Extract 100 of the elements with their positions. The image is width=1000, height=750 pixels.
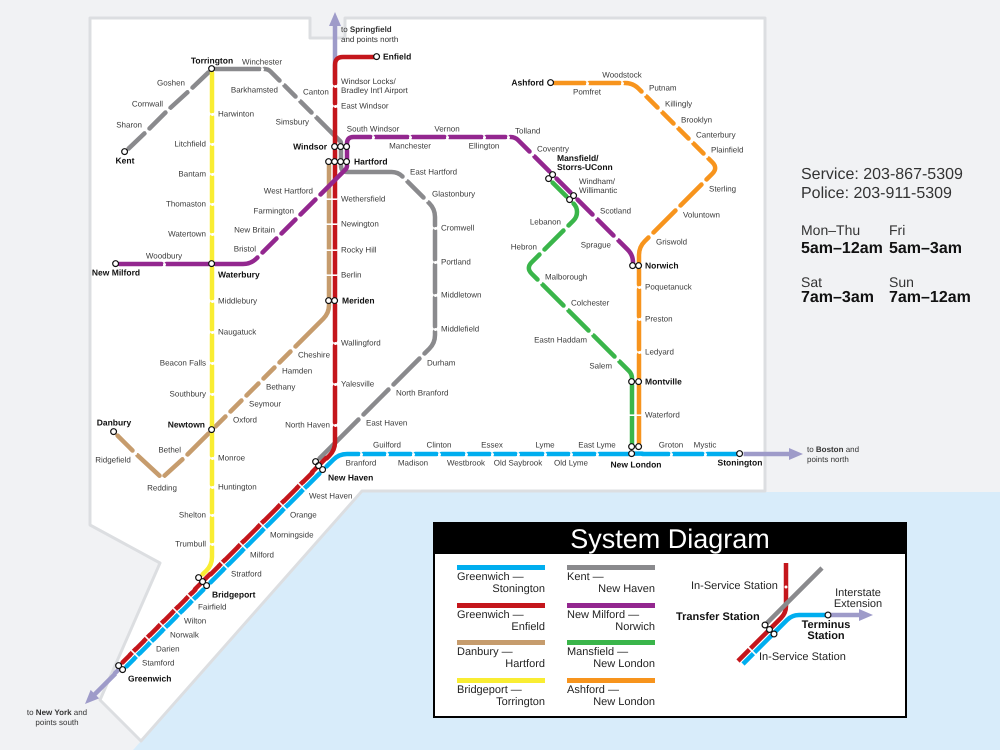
route-line [262,66,282,83]
route-line [622,80,644,94]
station-name: Killingly [665,100,692,108]
route-line [540,282,566,308]
station-name: New Milford [92,268,140,278]
route-line [671,452,705,456]
route-line [526,252,542,282]
route-line [242,524,260,544]
route-line [640,452,671,456]
station-name: Durham [427,358,456,368]
legend-label: Terminus Station [800,620,852,642]
station-name: Harwinton [218,110,254,118]
station-name: Watertown [168,230,206,238]
route-line [373,134,410,140]
route-line [660,110,676,126]
route-line [636,383,642,416]
route-line [293,302,332,349]
station-name: Kent [116,156,134,166]
route-line [484,134,508,140]
station-name: Fairfield [198,602,226,612]
station-name: Norwalk [170,630,199,640]
station-name: Tolland [515,126,540,136]
station-name: East Windsor [341,102,389,110]
route-line [630,414,634,446]
route-line [246,528,264,548]
station-name: New Britain [234,226,275,234]
station-name: North Haven [285,420,330,430]
route-line [413,452,439,456]
station-name: Goshen [156,78,185,88]
station-name: Plainfield [711,146,744,154]
route-line [387,452,413,456]
station-name: Voluntown [683,210,720,220]
route-line [332,343,338,384]
route-line [304,471,322,488]
schedule-hours: 5am–3am [889,240,962,258]
route-line [432,228,438,262]
station-name: Hartford [354,157,388,166]
route-line [324,425,338,461]
route-line [447,134,484,140]
route-line [326,274,332,300]
route-line [135,453,162,478]
route-line [266,508,284,528]
route-line [636,235,651,265]
route-line [575,197,595,217]
station-name: Mansfield/ Storrs-UConn [556,154,613,172]
arrow [85,672,117,704]
station-name: Torrington [190,56,234,66]
route-line [317,417,361,461]
station-name: Southbury [170,390,206,398]
station-name: New Haven [328,473,374,482]
route-line [508,134,532,154]
route-line [587,80,622,86]
route-line [210,515,214,544]
route-line [115,433,135,453]
schedule-hours: 5am–12am [801,240,883,258]
route-line [282,486,300,504]
station-name: Enfield [382,52,412,62]
route-line [332,106,338,146]
route-line [318,163,350,197]
route-line [300,470,315,484]
route-line [162,610,174,624]
station-name: Rocky Hill [340,245,377,254]
route-line [260,236,279,255]
route-line [166,614,178,628]
route-line [213,66,262,72]
schedule-days: Sat [801,274,822,290]
edge-label: to Boston and points north [807,445,860,464]
route-line [651,208,678,235]
station-name: Yalesville [341,380,374,388]
route-line [636,414,642,446]
route-line [332,54,376,86]
station-name: Newtown [168,420,205,430]
station-name: Hebron [510,242,537,252]
route-line [326,163,332,200]
station-name: Stonington [718,458,762,468]
route-line [324,452,361,469]
route-line [148,624,160,638]
route-line [422,329,438,356]
station-name: Naugatuck [218,328,256,336]
route-line [210,174,214,204]
route-line [210,265,214,301]
station-name: Canterbury [696,130,736,140]
station-name: Windham/ Willimantic [578,177,618,195]
route-line [120,652,132,665]
route-line [566,308,591,333]
route-line [344,148,350,161]
route-line [208,568,226,585]
station-name: Wallingford [341,338,381,348]
route-line [705,452,739,456]
route-line [532,154,552,174]
route-line [213,414,228,429]
route-line [332,163,338,200]
station-name: Sterling [709,184,736,194]
legend-label: Greenwich — Stonington [457,571,545,595]
contact-line: Police: 203-911-5309 [801,185,952,203]
station-name: Windsor Locks/ Bradley Int'l Airport [341,77,408,95]
route-line [616,238,636,265]
station-name: Vernon [434,124,460,134]
route-line [676,126,691,141]
route-line [338,148,344,161]
